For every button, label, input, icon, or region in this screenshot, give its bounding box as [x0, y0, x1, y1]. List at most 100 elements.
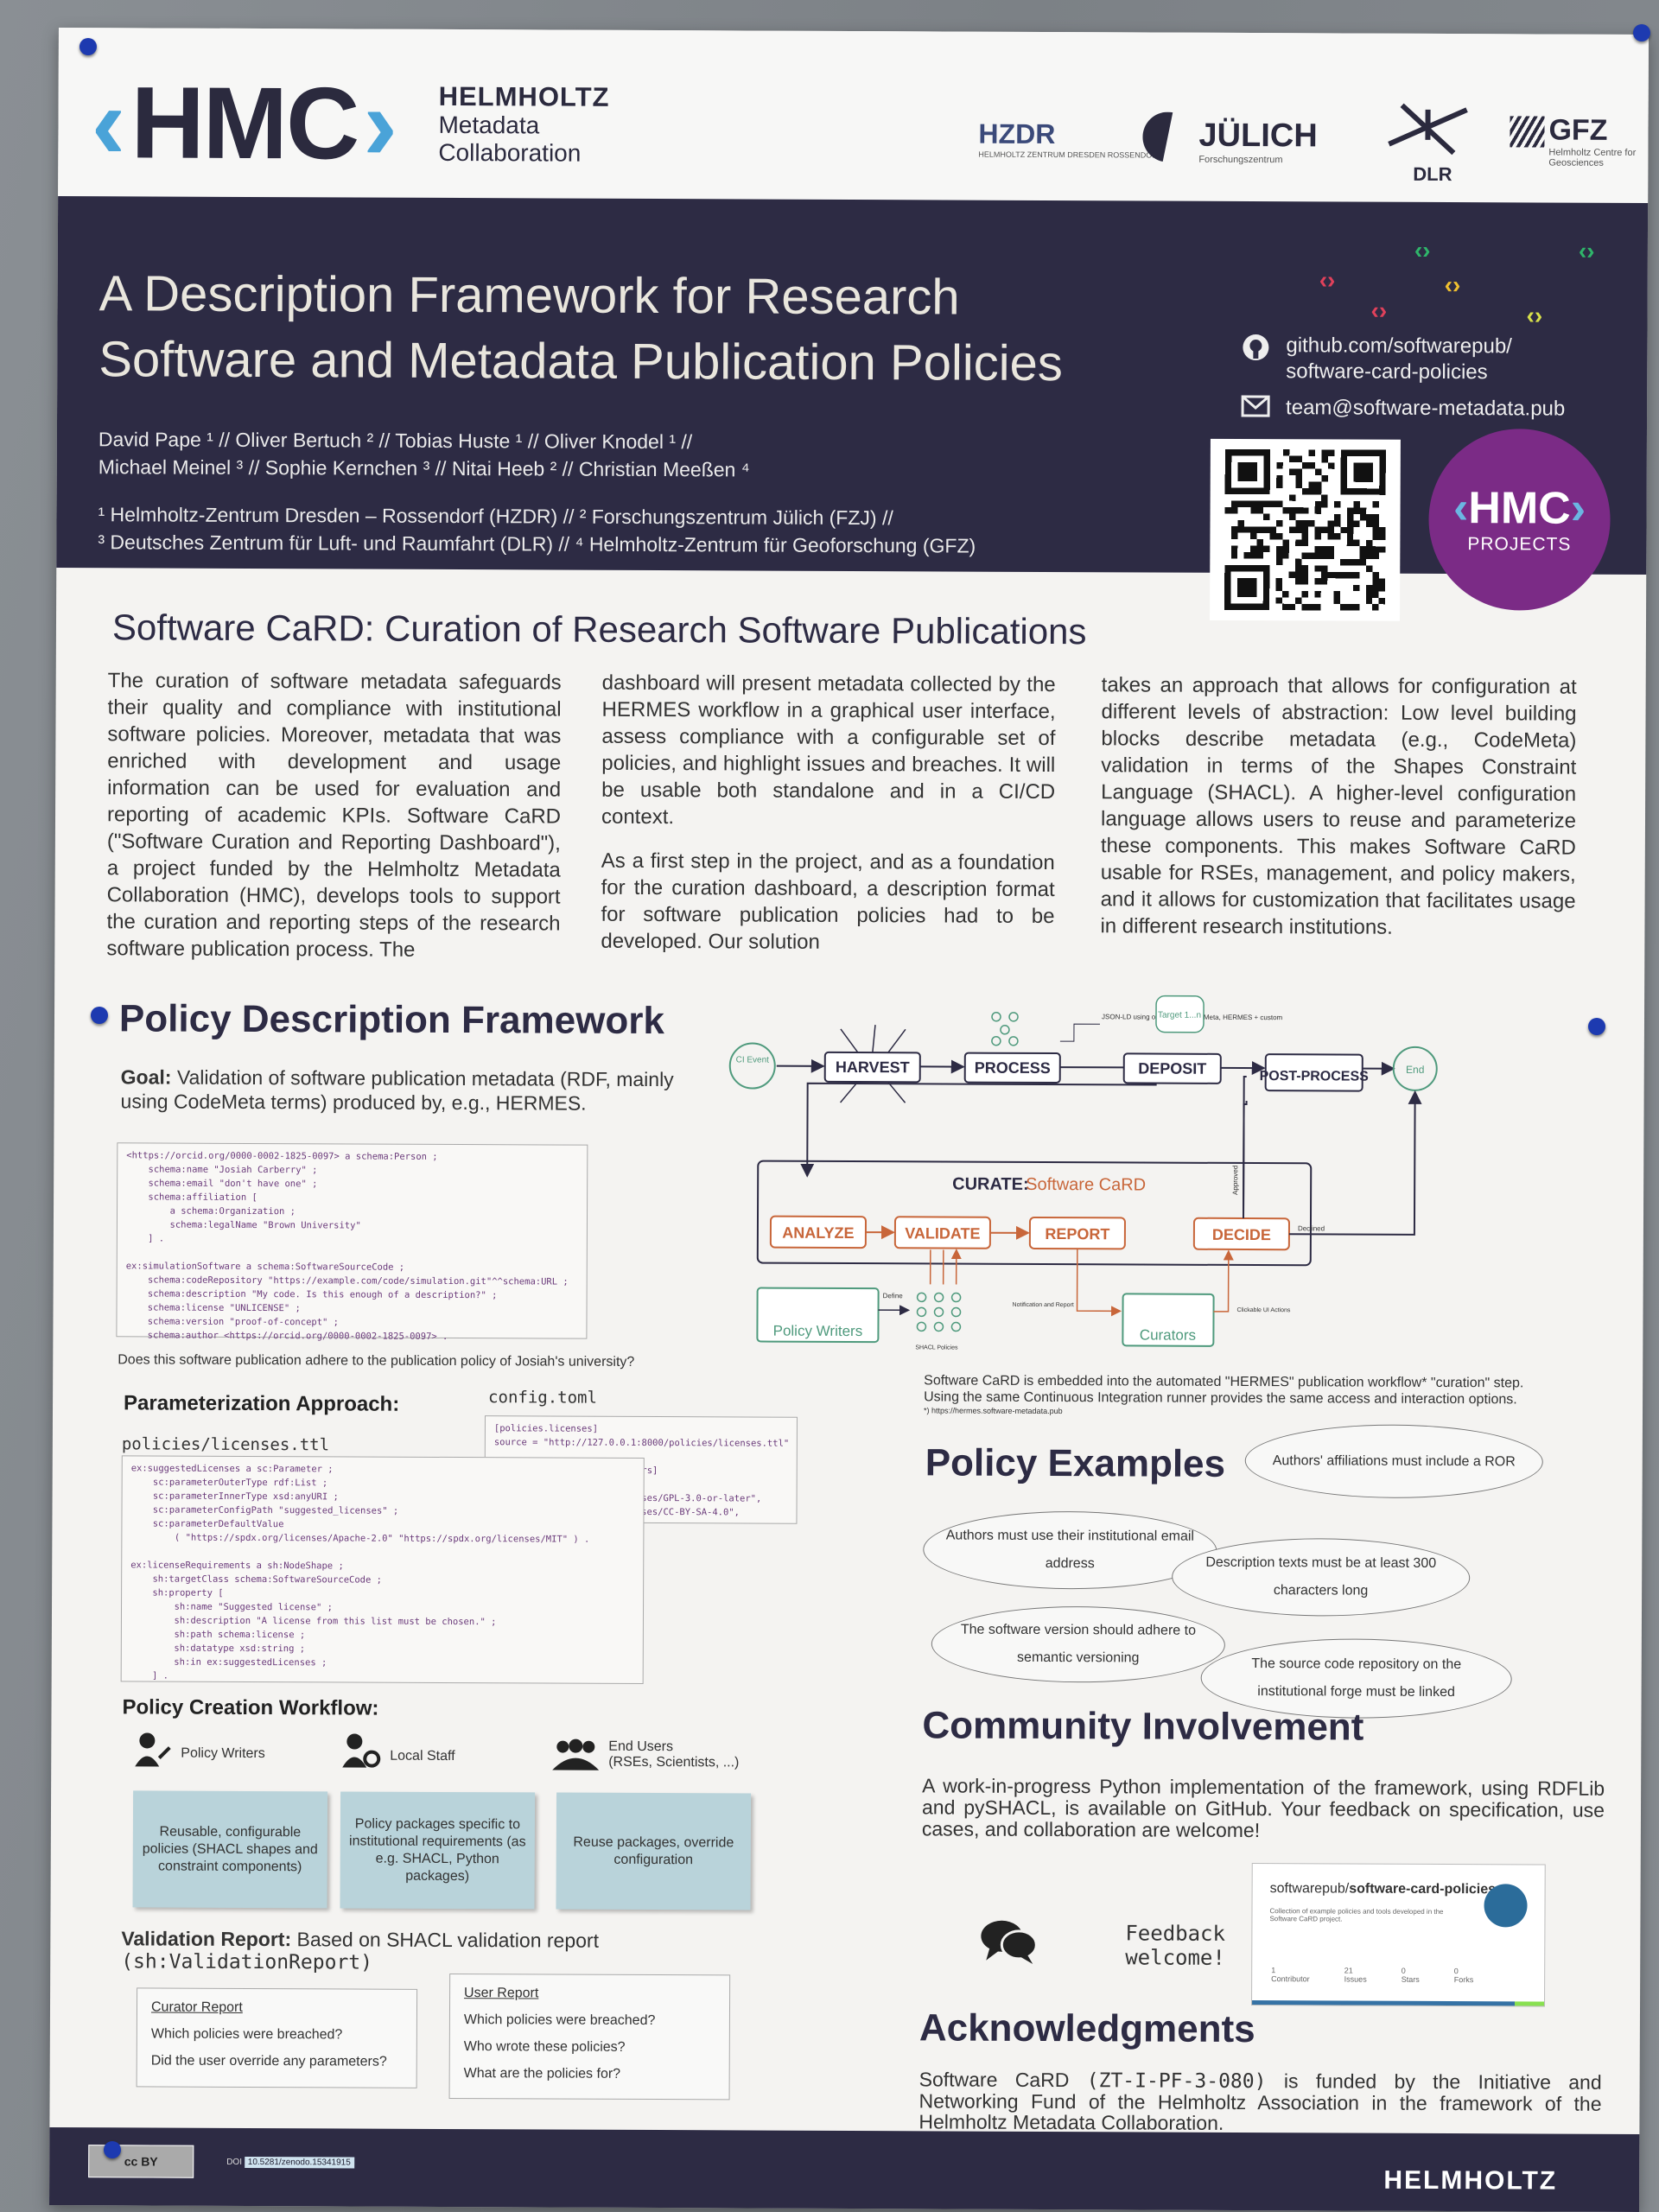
qr-code-icon	[1224, 448, 1386, 611]
ack-text: Software CaRD (ZT-I-PF-3-080) is funded …	[918, 2068, 1601, 2134]
github-contact[interactable]: github.com/softwarepub/software-card-pol…	[1241, 333, 1565, 386]
doi-block[interactable]: DOI 10.5281/zenodo.15341915	[226, 2156, 354, 2169]
repo-stat-value: 21	[1344, 1966, 1353, 1975]
pushpin-icon	[91, 1007, 108, 1024]
partner-juelich-name: JÜLICH	[1198, 117, 1318, 155]
email-contact[interactable]: team@software-metadata.pub	[1241, 395, 1565, 423]
license-label: cc BY	[124, 2154, 158, 2169]
repo-language-bar	[1252, 2000, 1545, 2006]
dlr-logo-icon	[1388, 103, 1468, 156]
user-report: User Report Which policies were breached…	[448, 1973, 731, 2101]
curator-report: Curator Report Which policies were breac…	[136, 1987, 418, 2088]
policy-writers-icon	[135, 1732, 171, 1767]
repo-stat-label: Forks	[1453, 1975, 1474, 1985]
repo-stat-label: Issues	[1344, 1974, 1367, 1984]
hmc-mark: HMC	[130, 66, 359, 181]
curator-report-item: Did the user override any parameters?	[150, 2053, 387, 2069]
partner-hzdr: HZDR HELMHOLTZ ZENTRUM DRESDEN ROSSENDOR…	[978, 118, 1162, 160]
github-line1: github.com/softwarepub/	[1286, 334, 1512, 359]
postprocess-label: POST-PROCESS	[1260, 1069, 1370, 1084]
target-label: Target 1...n	[1158, 1011, 1201, 1020]
user-report-item: What are the policies for?	[463, 2066, 621, 2082]
hmc-org-name: HELMHOLTZ Metadata Collaboration	[438, 81, 609, 168]
rdf-code-block: <https://orcid.org/0000-0002-1825-0097> …	[116, 1142, 588, 1342]
local-staff-icon	[342, 1733, 381, 1768]
role-end-users-label: End Users	[608, 1738, 674, 1755]
partner-gfz-sub: Helmholtz Centre for Geosciences	[1548, 147, 1637, 168]
harvest-sources-icon	[840, 1025, 906, 1103]
card-policy-writers: Reusable, configurable policies (SHACL s…	[132, 1790, 328, 1909]
title-band: ‹› ‹› ‹› ‹› ‹› ‹› A Description Framewor…	[56, 195, 1649, 621]
hermes-workflow-diagram: CI Event HARVEST PROCESS JSON-LD using o…	[728, 995, 1438, 1351]
ack-heading: Acknowledgments	[918, 2006, 1255, 2051]
github-line2: software-card-policies	[1286, 359, 1488, 385]
process-label: PROCESS	[975, 1059, 1051, 1077]
affiliations-line1: ¹ Helmholtz-Zentrum Dresden – Rossendorf…	[98, 503, 893, 530]
deposit-node: DEPOSIT	[1122, 1052, 1222, 1084]
target-node: Target 1...n	[1155, 995, 1205, 1033]
feedback-line2: welcome!	[1125, 1945, 1225, 1970]
role-policy-writers: Policy Writers	[181, 1745, 265, 1762]
authors-line2: Michael Meinel ³ // Sophie Kernchen ³ //…	[98, 455, 750, 481]
pushpin-icon	[79, 38, 97, 55]
param-heading: Parameterization Approach:	[123, 1391, 400, 1416]
graph-icon	[991, 1011, 1019, 1046]
repo-stat-value: 0	[1401, 1966, 1406, 1975]
declined-label: Declined	[1298, 1224, 1325, 1232]
repo-stat-label: Contributor	[1271, 1974, 1310, 1984]
repo-stat-value: 1	[1271, 1966, 1276, 1975]
curators-node: Curators	[1122, 1293, 1215, 1347]
approved-label: Approved	[1231, 1166, 1239, 1195]
repo-name: software-card-policies	[1349, 1881, 1497, 1897]
ack-text-before: Software CaRD	[918, 2068, 1070, 2092]
partner-hzdr-sub: HELMHOLTZ ZENTRUM DRESDEN ROSSENDORF	[978, 149, 1163, 160]
framework-question: Does this software publication adhere to…	[118, 1352, 635, 1370]
org-line3: Collaboration	[438, 138, 582, 167]
deco-chevrons-icon: ‹›	[1578, 237, 1595, 264]
partner-dlr: DLR	[1413, 162, 1452, 186]
partner-juelich-sub: Forschungszentrum	[1198, 154, 1283, 166]
curate-name: Software CaRD	[1026, 1175, 1146, 1195]
doi-value: 10.5281/zenodo.15341915	[244, 2156, 354, 2169]
hmc-logo: ‹ HMC ›	[91, 65, 397, 182]
licenses-filename: policies/licenses.ttl	[121, 1434, 330, 1455]
deco-chevrons-icon: ‹›	[1526, 302, 1543, 329]
workflow-heading: Policy Creation Workflow:	[122, 1695, 379, 1720]
role-local-staff: Local Staff	[390, 1748, 455, 1764]
github-icon	[1243, 334, 1269, 361]
curator-report-title: Curator Report	[150, 1999, 243, 2015]
validate-label: VALIDATE	[905, 1224, 980, 1242]
gfz-stripes-icon	[1510, 116, 1545, 148]
ack-grant: (ZT-I-PF-3-080)	[1086, 2069, 1267, 2094]
github-repo-card[interactable]: softwarepub/software-card-policies Colle…	[1251, 1863, 1546, 2007]
framework-heading: Policy Description Framework	[118, 997, 664, 1043]
repo-stat-value: 0	[1453, 1967, 1459, 1976]
title-line2: Software and Metadata Publication Polici…	[99, 331, 1064, 392]
deco-chevrons-icon: ‹›	[1319, 266, 1336, 294]
curator-report-item: Which policies were breached?	[150, 2026, 343, 2043]
user-report-title: User Report	[464, 1986, 539, 2001]
poster-footer: cc BY DOI 10.5281/zenodo.15341915 HELMHO…	[49, 2126, 1640, 2212]
harvest-node: HARVEST	[823, 1051, 921, 1084]
authors: David Pape ¹ // Oliver Bertuch ² // Tobi…	[99, 425, 750, 483]
validation-heading: Validation Report: Based on SHACL valida…	[121, 1927, 657, 1975]
clickable-label: Clickable UI Actions	[1237, 1307, 1291, 1313]
goal-body: Validation of software publication metad…	[120, 1065, 674, 1115]
pushpin-icon	[104, 2141, 121, 2158]
analyze-label: ANALYZE	[782, 1224, 854, 1242]
postprocess-node: POST-PROCESS	[1260, 1053, 1370, 1092]
decide-label: DECIDE	[1212, 1226, 1271, 1243]
report-node: REPORT	[1028, 1216, 1126, 1250]
juelich-swoosh-icon	[1142, 111, 1192, 162]
qr-code[interactable]	[1210, 438, 1401, 621]
partner-juelich: JÜLICH Forschungszentrum	[1198, 118, 1317, 166]
intro-col2-para1: dashboard will present metadata collecte…	[601, 671, 1056, 830]
intro-col2-para2: As a first step in the project, and as a…	[601, 849, 1055, 954]
doi-label: DOI	[226, 2157, 243, 2167]
decide-node: DECIDE	[1192, 1217, 1290, 1251]
end-label: End	[1406, 1064, 1424, 1076]
intro-col2: dashboard will present metadata collecte…	[601, 670, 1056, 974]
